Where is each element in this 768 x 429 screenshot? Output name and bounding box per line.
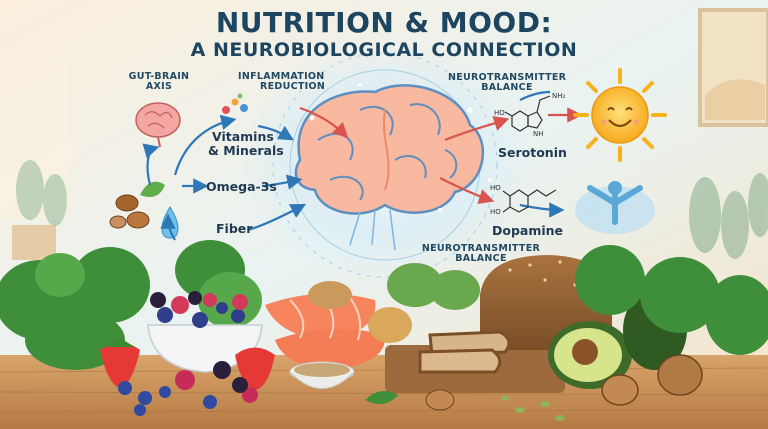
bread-slices: [418, 330, 511, 374]
label-omega-3s: Omega-3s: [206, 179, 277, 194]
label-neurotransmitter-balance-bottom: NEUROTRANSMITTER BALANCE: [421, 243, 541, 265]
background-plant-left: [16, 160, 67, 226]
raspberries: [175, 370, 258, 403]
kale: [387, 263, 480, 310]
nuts-cluster: [109, 194, 150, 229]
salmon: [265, 293, 386, 370]
label-dopamine: Dopamine: [492, 223, 564, 238]
window: [0, 60, 70, 220]
label-inflammation-reduction: INFLAMMATION REDUCTION: [238, 71, 326, 93]
title-line-1: NUTRITION & MOOD:: [215, 6, 553, 39]
berry-bowl: [147, 291, 263, 373]
brain-icon: [294, 84, 485, 251]
person-icon: [575, 181, 655, 234]
small-leaf: [365, 391, 398, 404]
molecule-label-nh: NH: [533, 130, 544, 138]
avocado: [548, 290, 687, 389]
label-gut-brain-axis: GUT-BRAIN AXIS: [128, 71, 190, 93]
dopamine-molecule: [502, 189, 557, 213]
title-line-2: A NEUROBIOLOGICAL CONNECTION: [190, 39, 578, 61]
leaf-icon: [140, 181, 165, 198]
label-serotonin: Serotonin: [498, 145, 567, 160]
sun-icon: [573, 68, 667, 162]
label-fiber: Fiber: [216, 221, 253, 236]
plant-pot: [12, 225, 56, 260]
spinach-right: [575, 245, 768, 355]
molecule-label-nh2: NH₂: [552, 92, 566, 100]
blueberries: [118, 381, 217, 416]
nutrient-arrows: [142, 90, 565, 241]
molecule-label-ho-dopamine-2: HO: [490, 208, 501, 216]
pumpkin-seeds: [501, 395, 565, 421]
seed-bowl: [289, 361, 355, 389]
potato: [308, 281, 352, 309]
serotonin-molecule: [504, 95, 551, 132]
label-neurotransmitter-balance-top: NEUROTRANSMITTER BALANCE: [448, 72, 567, 94]
molecule-label-ho-serotonin: HO: [494, 109, 505, 117]
spinach-left-light: [35, 253, 262, 328]
molecule-label-ho-dopamine-1: HO: [490, 184, 501, 192]
label-vitamins-minerals: Vitamins & Minerals: [208, 129, 284, 159]
small-brain-icon: [135, 102, 181, 148]
spinach-left: [0, 240, 245, 370]
walnuts: [425, 354, 703, 411]
potato-2: [368, 307, 412, 343]
background-plant-right: [689, 173, 768, 259]
vitamin-dots: [222, 93, 248, 114]
blackberries: [213, 361, 248, 393]
